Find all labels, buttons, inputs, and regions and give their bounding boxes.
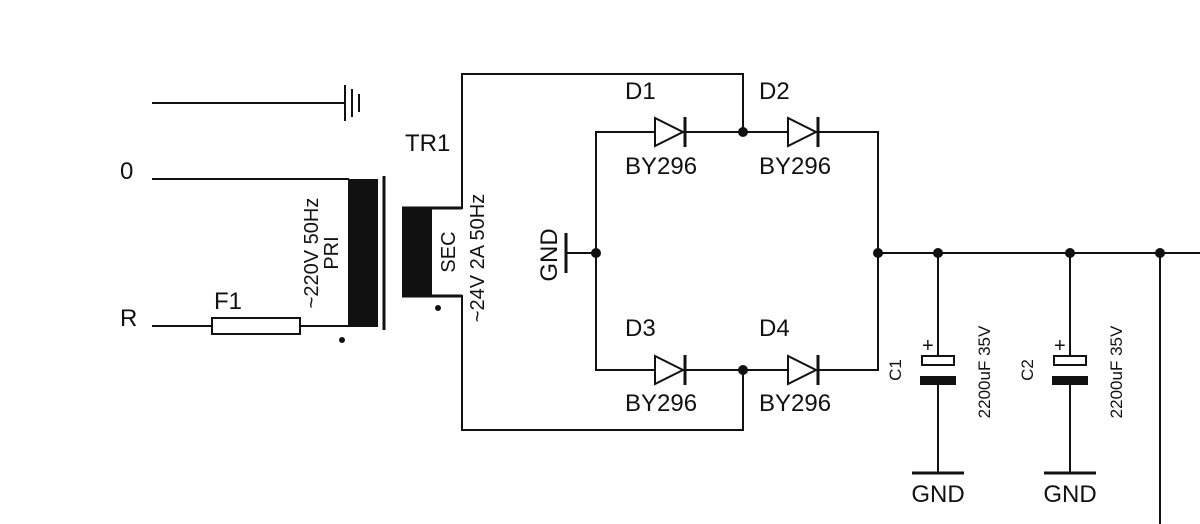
c1-value: 2200uF 35V bbox=[975, 325, 994, 418]
c2-polarity: + bbox=[1054, 335, 1066, 357]
junction-output-branch bbox=[1155, 248, 1165, 258]
diode-d1-ref: D1 bbox=[625, 78, 656, 105]
fuse-body bbox=[211, 317, 301, 335]
diode-d3-ref: D3 bbox=[625, 315, 656, 342]
fuse-ref: F1 bbox=[214, 288, 242, 315]
junction-bridge-gnd bbox=[591, 248, 601, 258]
diode-d1 bbox=[654, 116, 687, 148]
diode-d4-ref: D4 bbox=[759, 315, 790, 342]
secondary-rating: ~24V 2A 50Hz bbox=[467, 194, 489, 322]
junction-d1-d2 bbox=[738, 127, 748, 137]
junction-c1 bbox=[933, 248, 943, 258]
diode-d2 bbox=[787, 116, 820, 148]
c2-ref: C2 bbox=[1018, 359, 1037, 381]
primary-label: PRI bbox=[321, 236, 343, 269]
c2-gnd-label: GND bbox=[1043, 481, 1096, 508]
c1-positive-plate bbox=[921, 355, 955, 366]
c1-gnd-label: GND bbox=[911, 481, 964, 508]
input-label-line: R bbox=[120, 305, 137, 332]
secondary-lower-wire bbox=[461, 295, 744, 431]
secondary-label: SEC bbox=[438, 231, 460, 272]
secondary-phase-dot bbox=[435, 305, 441, 311]
input-label-neutral: 0 bbox=[120, 158, 133, 185]
diode-d2-ref: D2 bbox=[759, 78, 790, 105]
c1-polarity: + bbox=[922, 335, 934, 357]
transformer-secondary-winding bbox=[402, 208, 432, 296]
junction-d3-d4 bbox=[738, 365, 748, 375]
junction-bridge-output bbox=[873, 248, 883, 258]
earth-ground-symbol bbox=[152, 85, 360, 121]
c1-ref: C1 bbox=[886, 359, 905, 381]
transformer-ref: TR1 bbox=[405, 130, 450, 157]
junction-c2 bbox=[1065, 248, 1075, 258]
diode-d4 bbox=[787, 354, 820, 386]
primary-phase-dot bbox=[339, 337, 345, 343]
c1-negative-plate bbox=[920, 376, 956, 385]
diode-d3-part: BY296 bbox=[625, 390, 697, 417]
diode-d3 bbox=[654, 354, 687, 386]
diode-d2-part: BY296 bbox=[759, 153, 831, 180]
c2-negative-plate bbox=[1052, 376, 1088, 385]
bridge-gnd-label: GND bbox=[536, 228, 563, 281]
c2-value: 2200uF 35V bbox=[1107, 325, 1126, 418]
primary-rating: ~220V 50Hz bbox=[301, 198, 323, 309]
c2-positive-plate bbox=[1053, 355, 1087, 366]
transformer-primary-winding bbox=[348, 179, 378, 327]
diode-d1-part: BY296 bbox=[625, 153, 697, 180]
diode-d4-part: BY296 bbox=[759, 390, 831, 417]
secondary-upper-wire bbox=[461, 73, 744, 209]
